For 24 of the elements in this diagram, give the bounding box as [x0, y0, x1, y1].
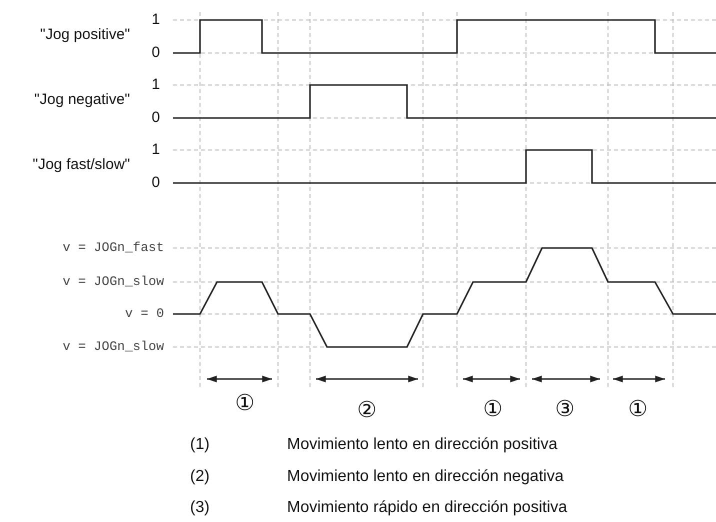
legend-number: (1) [190, 436, 210, 454]
signal-name: "Jog positive" [40, 26, 130, 44]
level-value: 1 [152, 142, 160, 158]
callout-number: ③ [555, 396, 575, 422]
velocity-level: v = JOGn_slow [62, 340, 164, 354]
signal-name: "Jog negative" [34, 92, 130, 108]
velocity-level: v = 0 [124, 306, 164, 322]
level-value: 1 [152, 12, 160, 28]
signal-name: "Jog fast/slow" [32, 156, 130, 174]
callout-number: ① [235, 390, 255, 416]
level-value: 1 [152, 76, 160, 94]
level-value: 0 [152, 110, 160, 126]
legend-description: Movimiento rápido en dirección positiva [287, 499, 568, 517]
callout-number: ② [357, 398, 377, 422]
level-value: 0 [152, 44, 160, 62]
velocity-level: v = JOGn_slow [62, 274, 164, 290]
callout-number: ① [483, 396, 503, 422]
callout-number: ① [628, 396, 648, 422]
legend-number: (3) [190, 499, 210, 517]
level-value: 0 [152, 174, 160, 192]
legend-number: (2) [190, 468, 210, 486]
velocity-level: v = JOGn_fast [62, 240, 164, 256]
legend-description: Movimiento lento en dirección negativa [287, 468, 564, 486]
legend-description: Movimiento lento en dirección positiva [287, 436, 558, 454]
